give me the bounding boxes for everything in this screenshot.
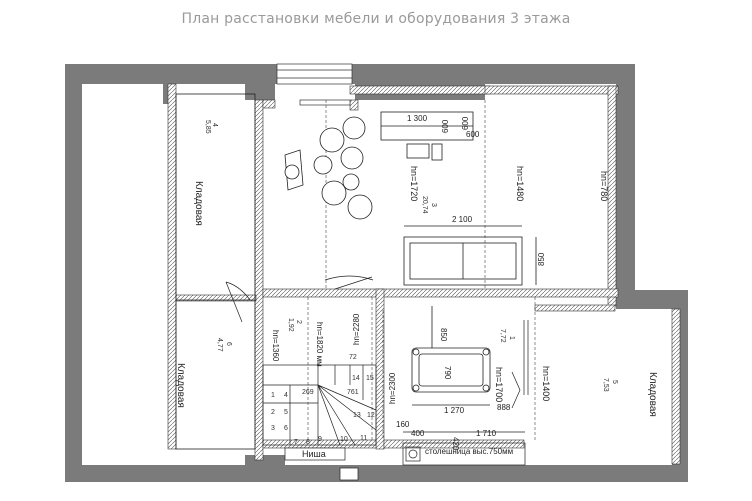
room-4-area: 5,85 [204,120,211,134]
height-1700: hn=1700 [494,367,504,402]
hatched-walls [167,83,681,465]
room-5-number: 5 [611,380,618,384]
height-780: hn=780 [599,171,609,201]
room-3-number: 3 [430,203,437,207]
stair-9: 9 [318,436,322,443]
sofa [403,225,537,286]
window [276,63,353,106]
stair-10: 10 [340,436,348,443]
room-2-area: 1,92 [287,318,294,332]
room-4-name: Кладовая [193,181,204,226]
countertop [402,431,526,466]
doors [225,275,529,409]
dim-600b: 600 [441,119,450,133]
room-6-area: 4,77 [216,338,223,352]
niche-door [339,467,359,481]
height-1360: hn=1360 [271,330,280,362]
dim-2100: 2 100 [452,215,473,224]
stair-numbers: 1 2 3 4 5 6 7 8 9 10 11 12 13 14 15 [271,375,375,446]
height-1720: hn=1720 [409,166,419,201]
page-title: План расстановки мебели и оборудования 3… [181,11,571,27]
height-1820: hn=1820 мм [315,322,324,367]
dim-850a: 850 [537,252,546,266]
dim-269: 269 [302,389,314,396]
stair-6: 6 [284,425,288,432]
stair-14: 14 [352,375,360,382]
height-1480: hn=1480 [515,166,525,201]
dim-420: 420 [451,437,460,451]
stair-11: 11 [360,435,367,442]
outer-walls [65,64,688,482]
stair-1: 1 [271,392,275,399]
desk [380,111,474,161]
room-6-name: Кладовая [175,363,186,408]
dim-400: 400 [411,429,425,438]
room-5-area: 7,53 [602,378,609,392]
niche-label: Ниша [302,449,326,459]
stair-13: 13 [353,412,361,419]
room-6-number: 6 [225,342,232,346]
height-2280: hn=2280 [352,313,361,345]
drum-kit [284,116,373,220]
countertop-label: столешница выс.750мм [425,447,513,456]
niche-box [284,447,346,461]
dim-160: 160 [396,420,410,429]
dim-72: 72 [349,354,357,361]
room-outlines [175,93,256,450]
staircase [262,364,377,446]
room-2-number: 2 [295,320,302,324]
stair-2: 2 [271,409,275,416]
height-2300: hn=2300 [388,372,397,404]
room-4-number: 4 [211,123,218,127]
stair-4: 4 [284,392,288,399]
dim-888: 888 [497,403,511,412]
stair-7: 7 [294,439,298,446]
stair-12: 12 [367,412,375,419]
room-3-area: 20,74 [421,196,428,214]
dim-761: 761 [347,389,359,396]
dim-790: 790 [443,366,452,380]
stair-3: 3 [271,425,275,432]
room-1-number: 1 [508,336,515,340]
dim-600c: 600 [466,130,480,139]
dim-1270: 1 270 [444,406,465,415]
dim-1710: 1 710 [476,429,497,438]
height-1400: hn=1400 [541,366,551,401]
stair-8: 8 [306,439,310,446]
room-5-name: Кладовая [647,372,658,417]
room-1-area: 7,72 [499,329,506,343]
stair-15: 15 [366,375,374,382]
billiard-table [411,306,491,406]
stair-5: 5 [284,409,288,416]
dim-850b: 850 [439,328,448,342]
dim-1300: 1 300 [407,114,428,123]
dim-600a: 600 [461,116,470,130]
